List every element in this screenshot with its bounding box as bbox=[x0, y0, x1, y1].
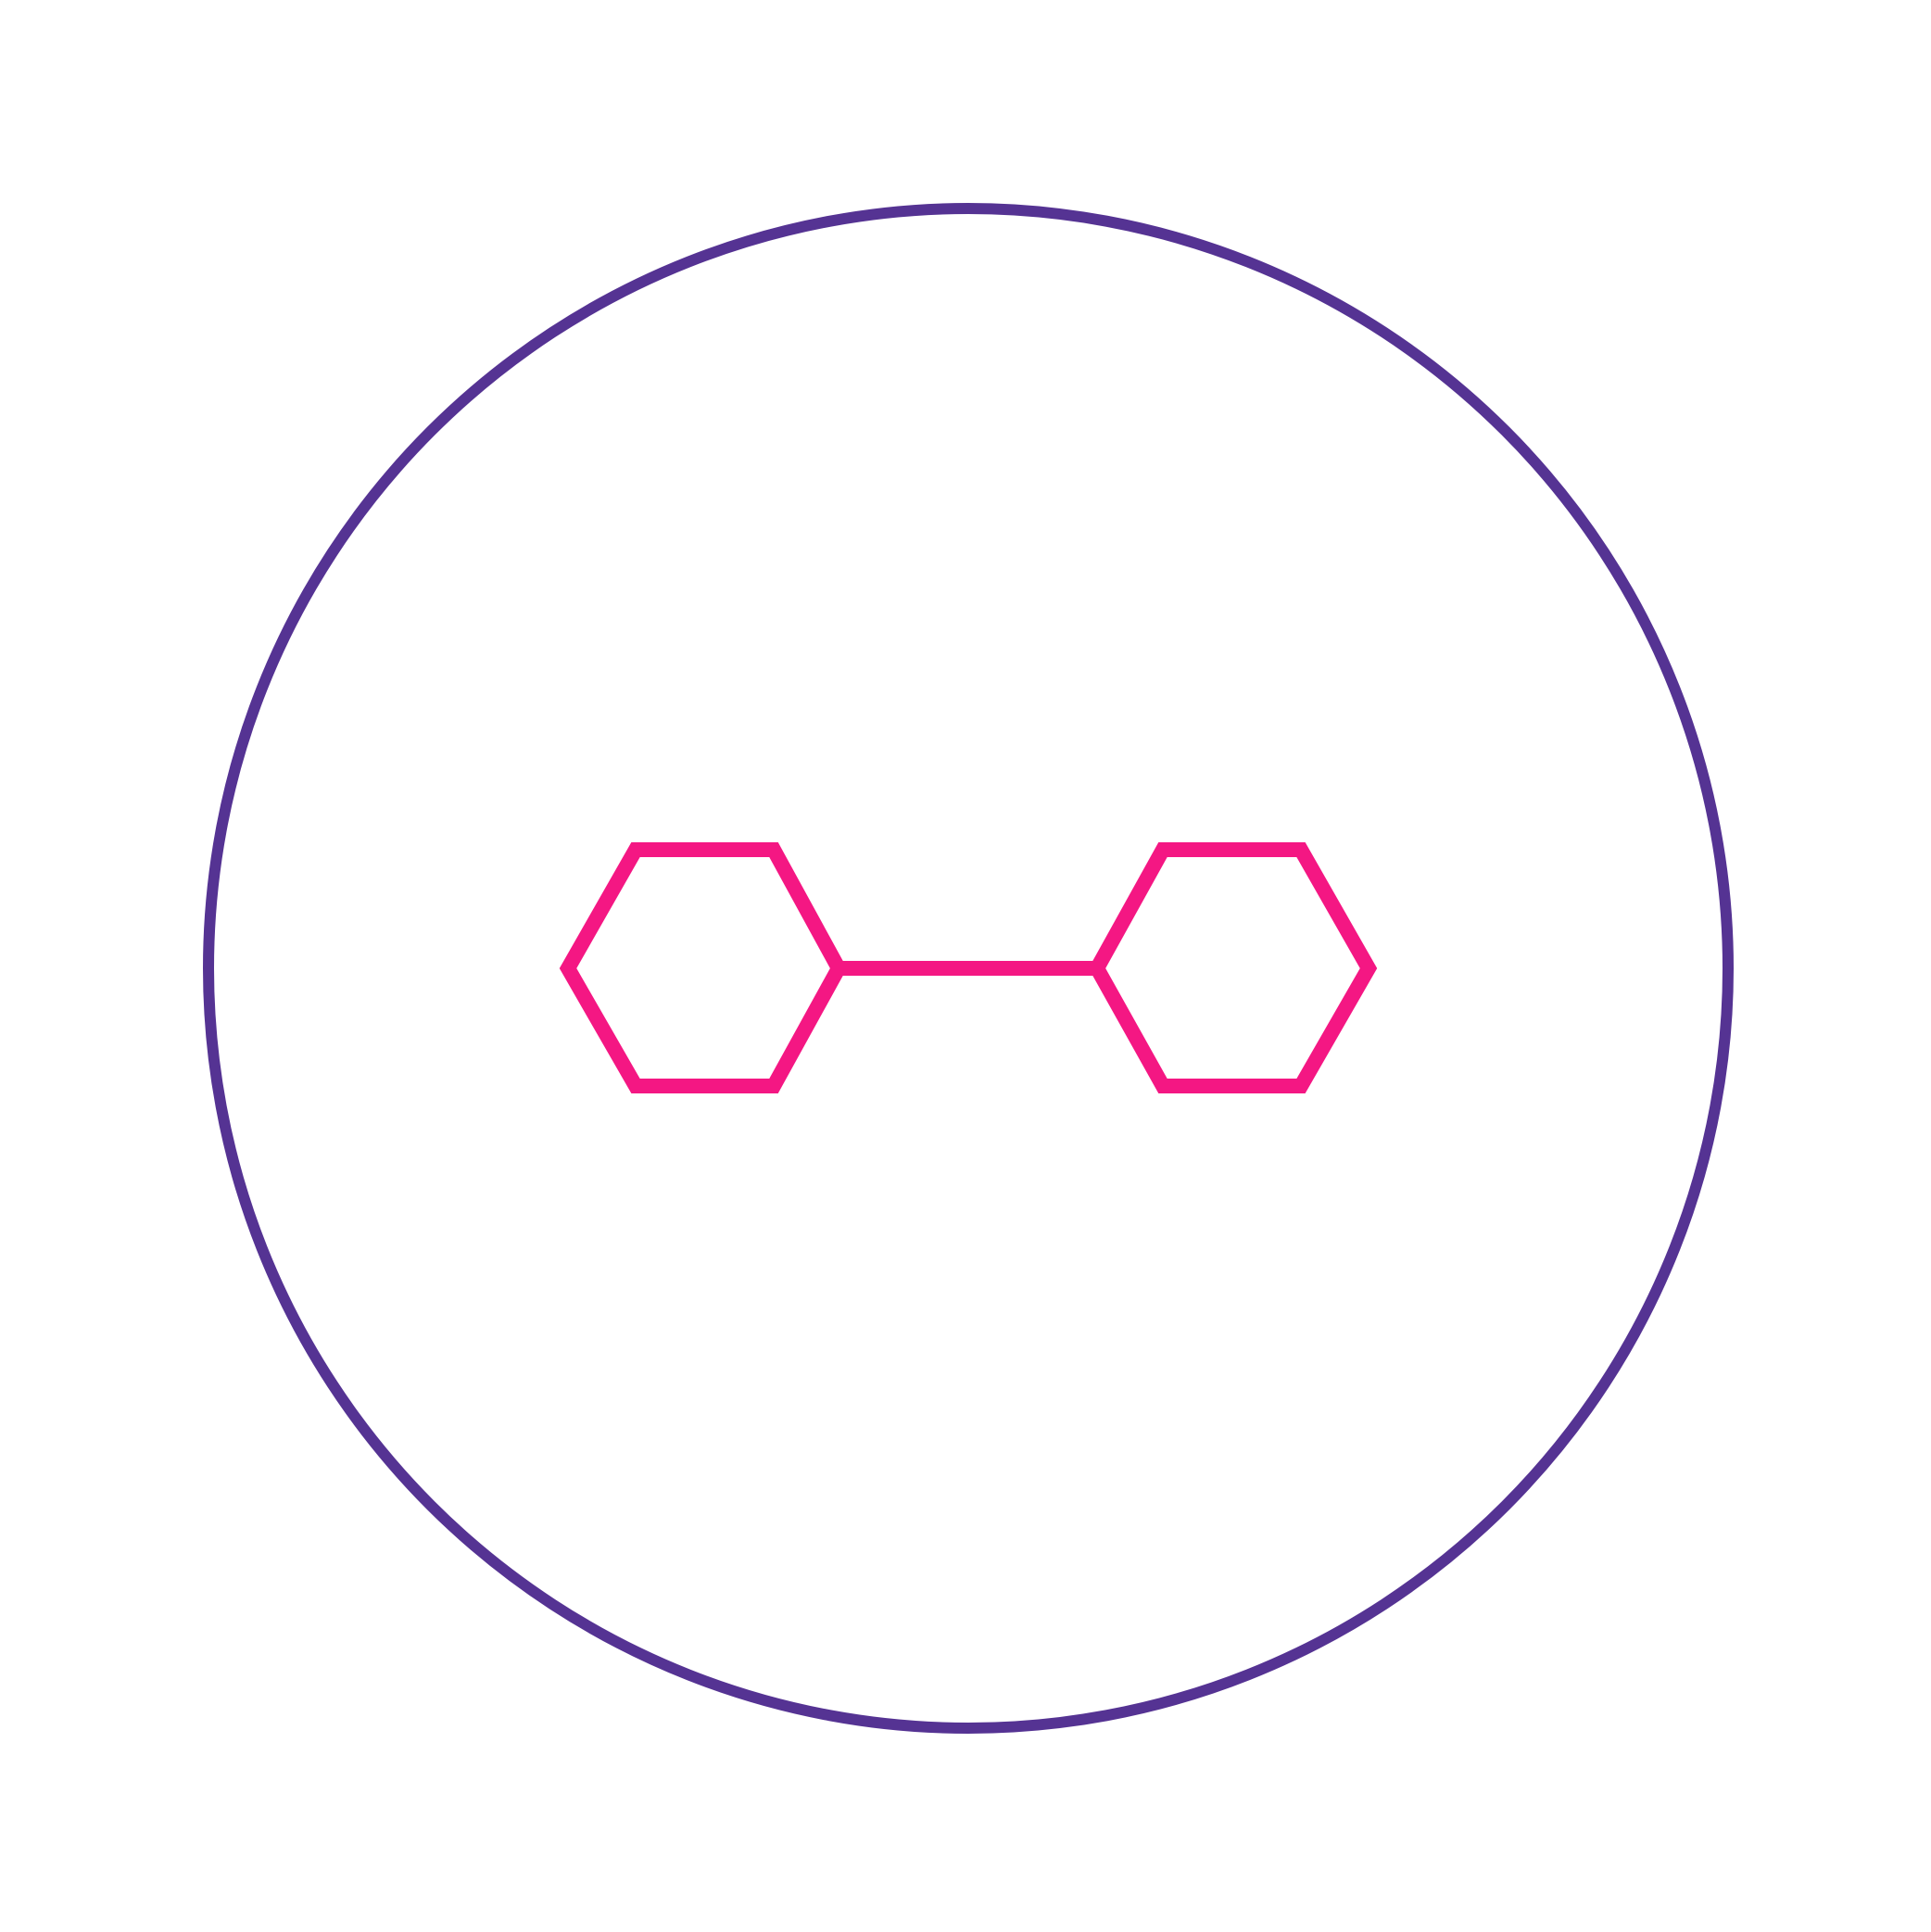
outer-circle bbox=[203, 203, 1734, 1734]
left-hexagon-ring bbox=[559, 842, 848, 1093]
right-hexagon-ring bbox=[1088, 842, 1378, 1093]
